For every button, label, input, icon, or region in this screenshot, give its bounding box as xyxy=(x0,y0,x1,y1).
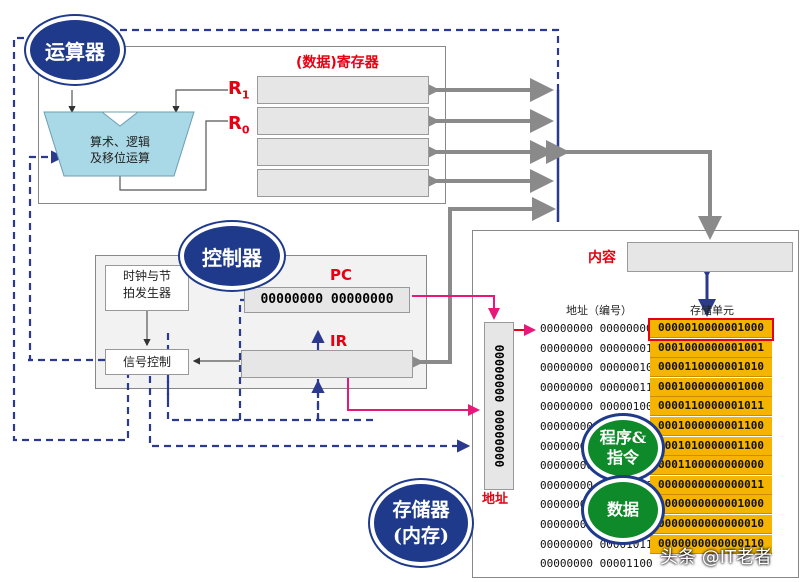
memory-cell: 0000000000000010 xyxy=(650,515,772,534)
memory-oval-line1: 存储器 xyxy=(392,499,450,521)
memory-oval: 存储器 (内存) xyxy=(370,480,472,566)
address-row: 00000000 00000011 xyxy=(540,380,653,394)
clock-generator-box: 时钟与节 拍发生器 xyxy=(105,265,189,311)
register-1 xyxy=(257,76,429,104)
highlighted-cell-border xyxy=(648,318,774,341)
clock-line1: 时钟与节 xyxy=(122,269,171,283)
address-register: 00000000 00000000 xyxy=(484,322,514,490)
register-2 xyxy=(257,107,429,135)
memory-cell: 0001010000001100 xyxy=(650,436,772,456)
controller-oval: 控制器 xyxy=(180,222,284,290)
register-3 xyxy=(257,138,429,166)
memory-cell: 0000000000001000 xyxy=(650,495,772,515)
register-title: (数据)寄存器 xyxy=(296,55,379,71)
address-row: 00000000 00001100 xyxy=(540,557,653,571)
memory-cell: 0000010000001000 xyxy=(650,319,772,338)
r1-label: R1 xyxy=(228,78,250,102)
ir-register xyxy=(241,350,413,378)
address-header: 地址（编号） xyxy=(566,304,632,317)
address-row: 00000000 00000100 xyxy=(540,400,653,414)
address-row: 00000000 00000010 xyxy=(540,361,653,375)
memory-cell: 0000110000001010 xyxy=(650,358,772,378)
pc-label: PC xyxy=(330,266,353,284)
program-oval-line2: 指令 xyxy=(606,448,639,467)
program-oval-line1: 程序& xyxy=(599,428,647,447)
memory-cell: 0001000000001001 xyxy=(650,338,772,358)
alu-text: 算术、逻辑 及移位运算 xyxy=(80,134,160,166)
r0-label: R0 xyxy=(228,113,250,137)
alu-text-line2: 及移位运算 xyxy=(89,151,150,165)
data-oval: 数据 xyxy=(584,478,662,542)
memory-cell: 0001000000001000 xyxy=(650,377,772,397)
signal-control-box: 信号控制 xyxy=(105,349,189,375)
r0-text: R xyxy=(228,113,242,134)
memory-cell: 0000000000000110 xyxy=(650,534,772,554)
watermark: 头条 @IT老者 xyxy=(660,547,773,568)
r1-text: R xyxy=(228,78,242,99)
alu-oval: 运算器 xyxy=(26,16,124,84)
content-register xyxy=(627,242,793,272)
program-oval: 程序& 指令 xyxy=(584,416,662,480)
clock-line2: 拍发生器 xyxy=(122,286,171,300)
address-row: 00000000 00000000 xyxy=(540,322,653,335)
alu-shape xyxy=(43,111,195,177)
r1-subscript: 1 xyxy=(241,88,250,102)
memory-cell: 0000110000001011 xyxy=(650,397,772,417)
cell-header: 存储单元 xyxy=(690,304,734,317)
memory-cell: 0001100000000000 xyxy=(650,456,772,476)
pc-register: 00000000 00000000 xyxy=(244,287,410,313)
address-row: 00000000 00000001 xyxy=(540,341,653,355)
ir-label: IR xyxy=(330,332,348,350)
content-label: 内容 xyxy=(588,250,616,266)
alu-text-line1: 算术、逻辑 xyxy=(89,135,150,149)
address-label: 地址 xyxy=(482,492,509,507)
address-register-value: 00000000 00000000 xyxy=(492,344,506,468)
r0-subscript: 0 xyxy=(241,123,250,137)
register-4 xyxy=(257,169,429,197)
memory-oval-line2: (内存) xyxy=(393,525,449,547)
memory-cell: 0000000000000011 xyxy=(650,475,772,495)
memory-cell: 0001000000001100 xyxy=(650,417,772,436)
